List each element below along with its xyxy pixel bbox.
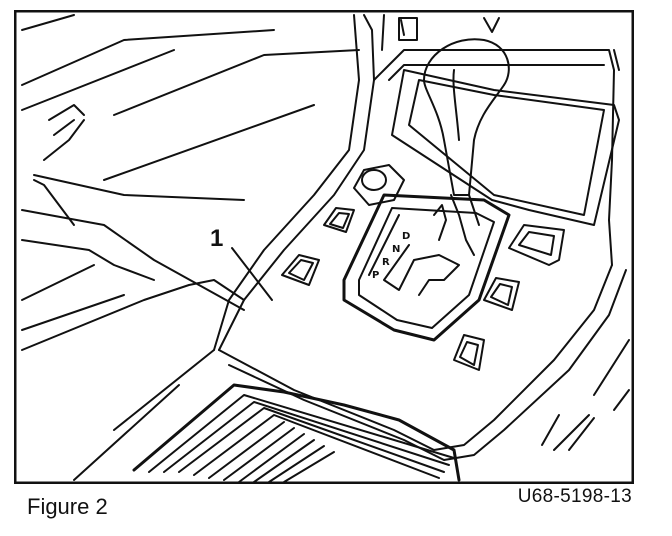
figure-caption: Figure 2 <box>27 494 108 519</box>
top-switches <box>398 17 620 71</box>
ribbed-tray <box>132 383 461 483</box>
switch-left-bottom <box>281 254 320 286</box>
gear-letter-p: P <box>372 270 379 281</box>
switch-left-top <box>323 207 355 233</box>
callout-leader-line <box>231 247 273 301</box>
switch-right-middle <box>483 277 520 311</box>
left-seat-illustration <box>21 14 360 226</box>
gear-letter-n: N <box>392 244 400 255</box>
figure-reference-code: U68-5198-13 <box>517 486 632 507</box>
figure-border <box>14 10 634 484</box>
console-illustration: P R N D 1 <box>14 10 634 484</box>
gear-shift-knob <box>423 38 510 256</box>
callout-number: 1 <box>210 225 223 252</box>
console-drawing: P R N D 1 <box>14 10 634 484</box>
switch-right-bottom <box>453 334 485 371</box>
gear-selector-plate <box>342 193 511 342</box>
gear-letter-r: R <box>382 257 390 268</box>
gear-letter-d: D <box>402 231 410 242</box>
right-side-trim <box>541 339 630 451</box>
rotary-knob <box>353 164 405 206</box>
upper-panel <box>391 69 620 226</box>
switch-right-top <box>508 224 565 266</box>
center-console <box>213 14 627 461</box>
left-seat-cushion <box>21 209 245 481</box>
